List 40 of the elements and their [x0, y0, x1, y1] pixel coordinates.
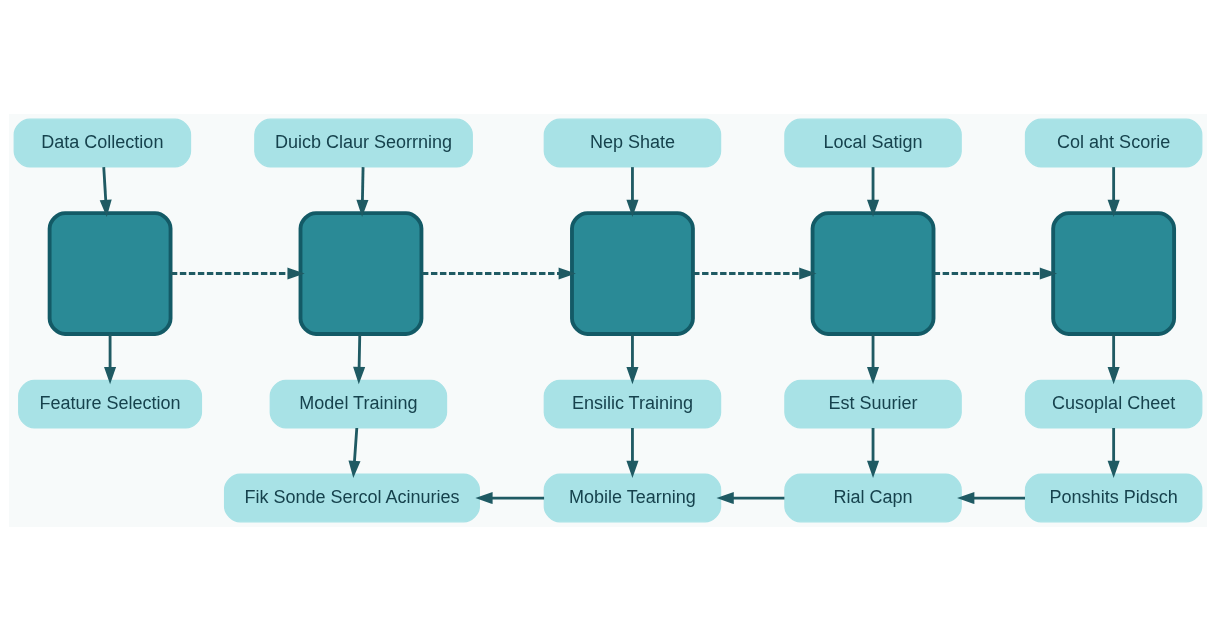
arrow	[626, 427, 639, 478]
node-box	[810, 210, 936, 336]
node-box: Local Satign	[784, 118, 962, 167]
node-box: Col aht Scorie	[1024, 118, 1203, 167]
arrow	[957, 491, 1025, 504]
node-box: Fik Sonde Sercol Acinuries	[223, 473, 480, 522]
arrow	[626, 166, 639, 217]
arrow	[867, 166, 880, 217]
node-box: Model Training	[269, 379, 448, 429]
node-box: Data Collection	[13, 118, 192, 167]
node-box	[1051, 210, 1177, 336]
node-box: Mobile Tearning	[543, 473, 722, 522]
node-box: Cusoplal Cheet	[1024, 379, 1203, 429]
node-box	[298, 210, 424, 336]
node-box: Ponshits Pidsch	[1024, 473, 1203, 522]
arrow	[170, 267, 305, 280]
arrow	[933, 267, 1058, 280]
node-box	[47, 210, 173, 336]
arrow	[353, 333, 366, 384]
arrow	[104, 333, 117, 384]
arrow	[1107, 333, 1120, 384]
arrow	[693, 267, 817, 280]
node-box: Feature Selection	[18, 379, 203, 429]
arrow	[421, 267, 576, 280]
arrow	[1107, 166, 1120, 217]
arrow	[356, 166, 369, 217]
arrow	[626, 333, 639, 384]
node-box: Duicb Claur Seorrning	[254, 118, 473, 167]
arrow	[99, 166, 112, 217]
arrow	[867, 427, 880, 478]
arrow	[1107, 427, 1120, 478]
node-box: Est Suurier	[784, 379, 962, 429]
arrow	[348, 427, 361, 478]
node-box: Ensilic Training	[543, 379, 722, 429]
node-box	[570, 210, 695, 336]
node-box: Rial Capn	[784, 473, 962, 522]
arrow	[475, 491, 545, 504]
arrow	[716, 491, 785, 504]
node-box: Nep Shate	[543, 118, 722, 167]
arrow	[867, 333, 880, 384]
